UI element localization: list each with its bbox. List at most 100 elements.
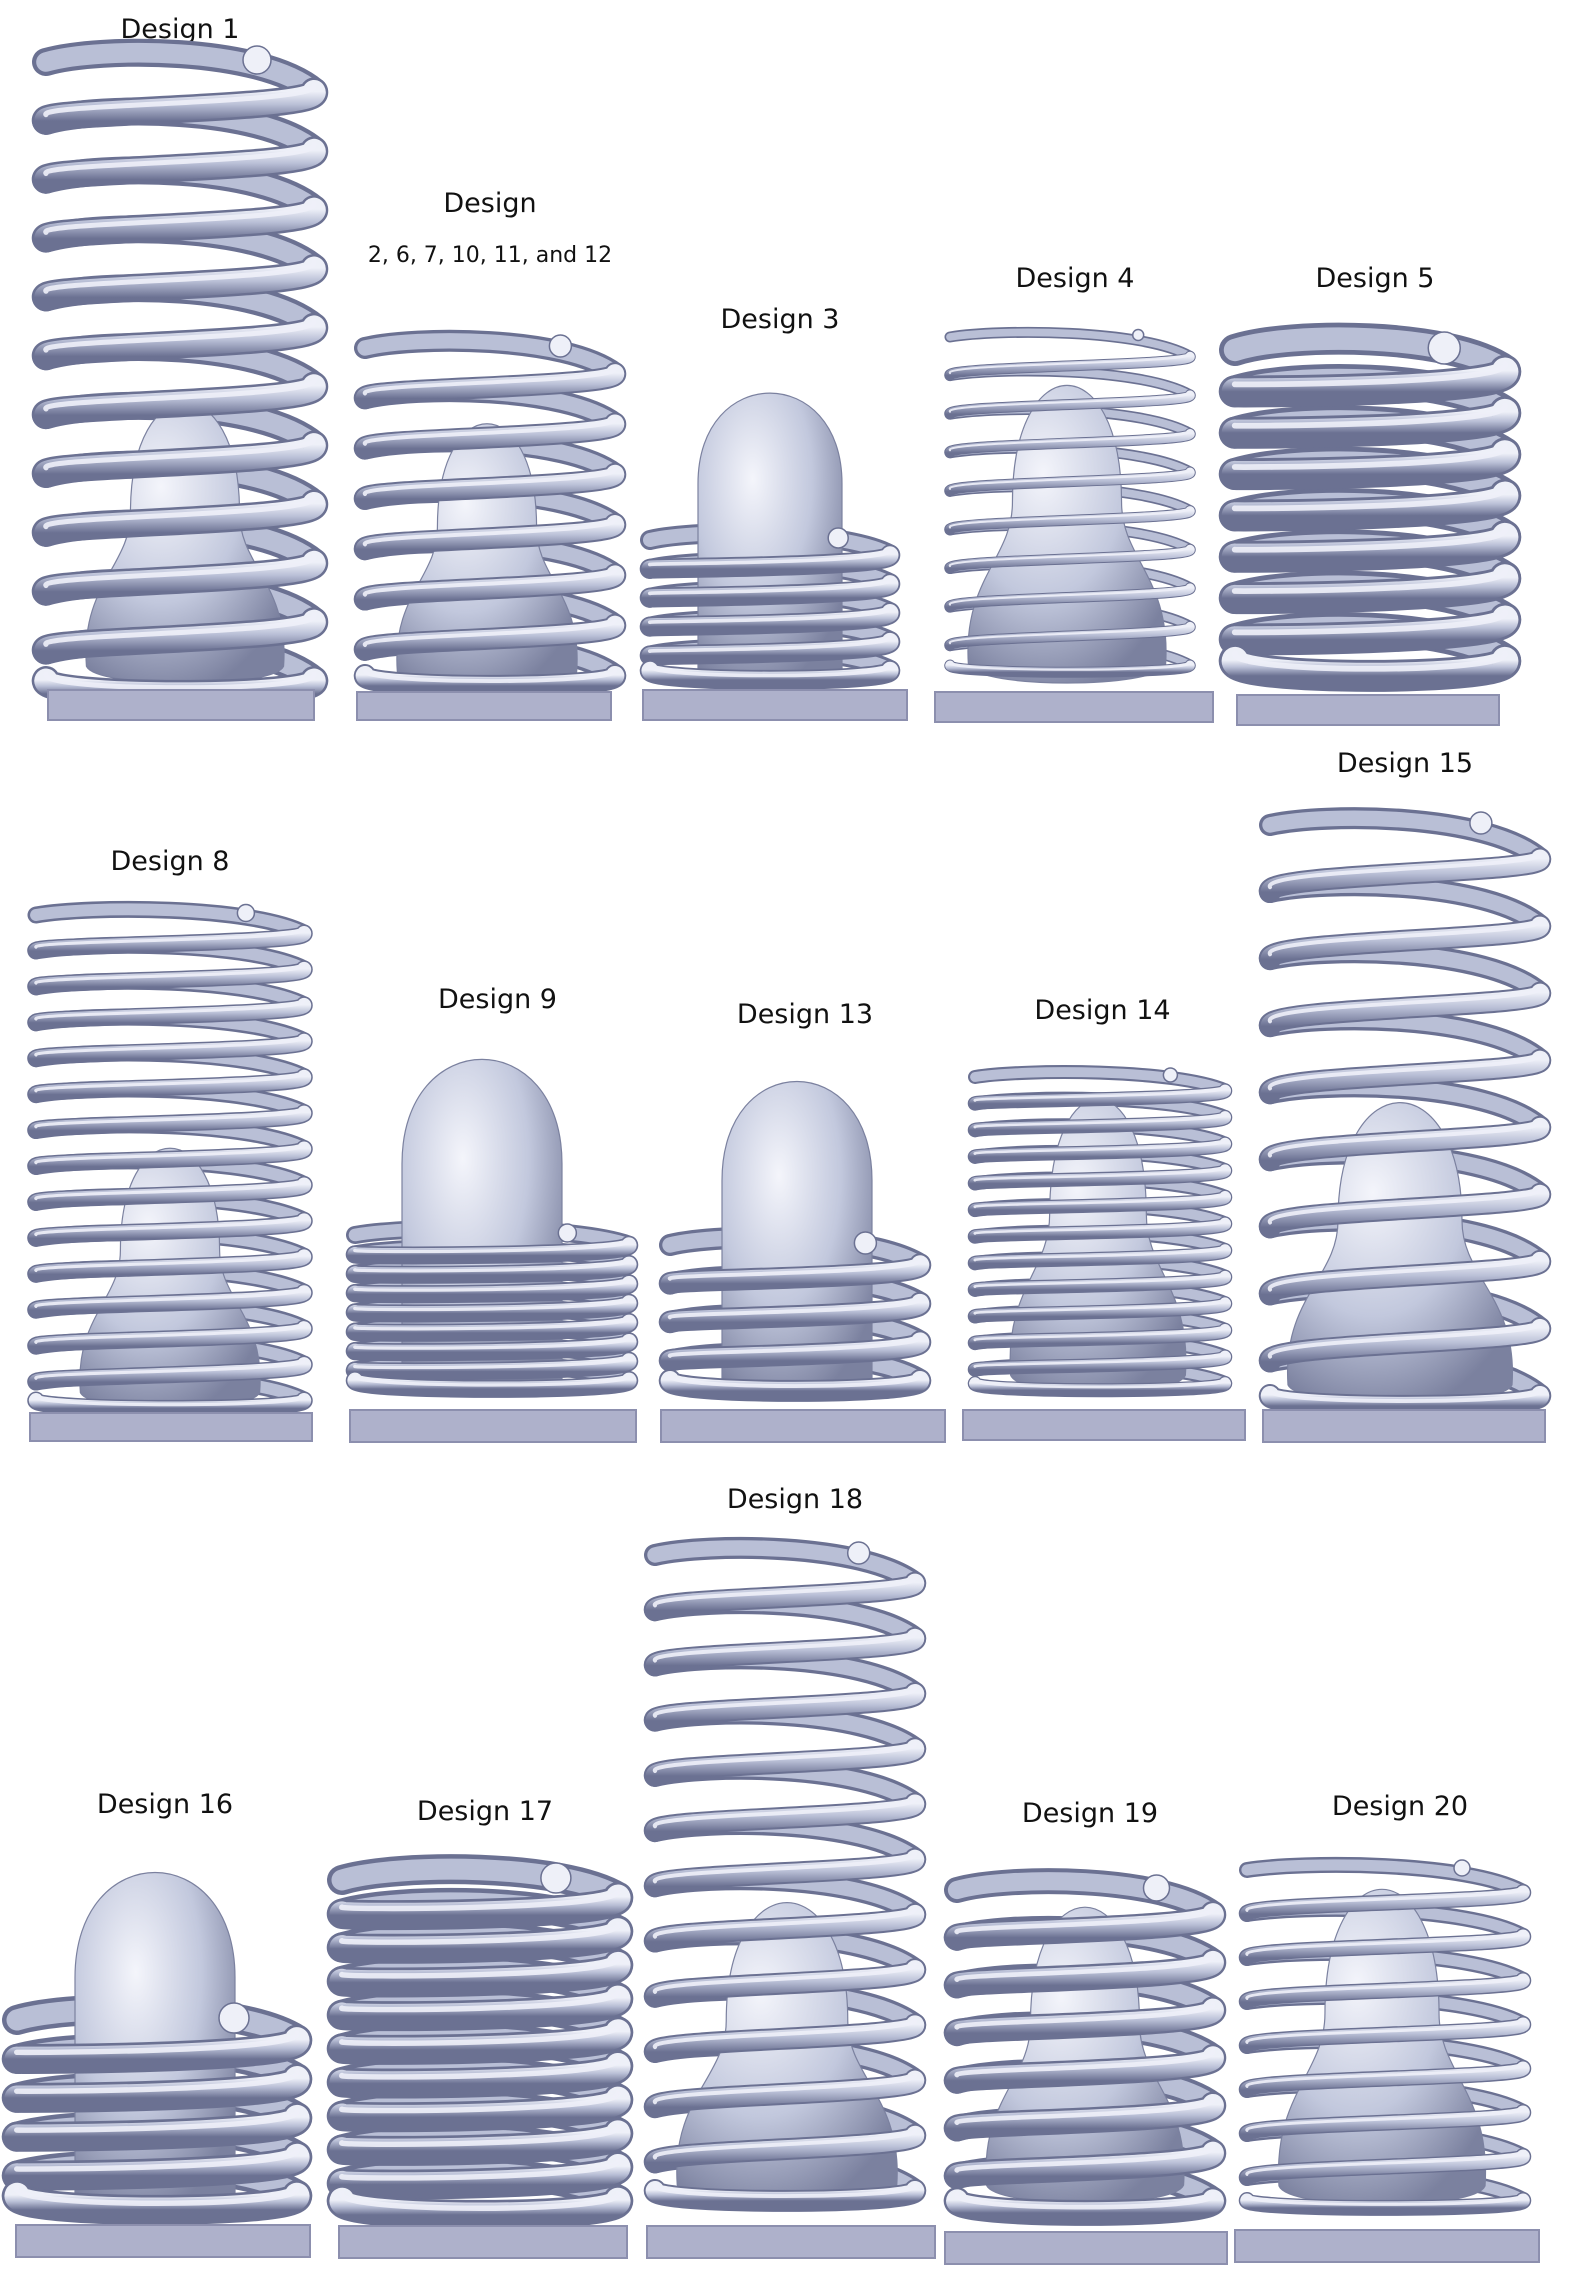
coil-front-turn-shade — [29, 1105, 311, 1138]
coil-front-turn-shade — [34, 550, 326, 604]
dome-body — [967, 385, 1167, 684]
wire-end-cap — [218, 2002, 250, 2034]
design-title: Design — [443, 188, 537, 219]
base-plate — [642, 689, 908, 721]
wire-end-cap — [846, 1541, 871, 1565]
coil-highlight — [648, 634, 892, 653]
spring-model — [326, 1854, 634, 2259]
spring-model — [658, 1081, 946, 1443]
coil-highlight — [1245, 2107, 1525, 2132]
coil-highlight — [648, 577, 892, 596]
coil-front-turn-shade — [1221, 398, 1519, 446]
coil-front-turn-shade — [1221, 522, 1519, 570]
wire-end-cap — [557, 1223, 578, 1243]
base-plate — [962, 1409, 1246, 1441]
coil-highlight — [43, 553, 317, 589]
coil-highlight — [652, 2017, 918, 2050]
coil-front-turn-shade — [4, 2143, 310, 2188]
coil-highlight — [973, 1219, 1227, 1235]
coil-front — [967, 1083, 1233, 1398]
coil-highlight — [34, 1071, 306, 1093]
coil-front-turn-shade — [34, 79, 326, 133]
coil-highlight — [1267, 1321, 1543, 1359]
coil-highlight — [34, 963, 306, 985]
coil-front-turn-shade — [29, 1249, 311, 1282]
coil-front-turn-shade — [641, 661, 899, 689]
spring-model — [643, 1536, 936, 2259]
design-8: Design 8 — [20, 840, 320, 1450]
coil-front-turn-shade — [1240, 1885, 1530, 1921]
coil-highlight — [43, 377, 317, 412]
coil-highlight — [973, 1192, 1227, 1209]
coil-front-turn-shade — [1221, 564, 1519, 612]
coil-highlight — [1267, 851, 1543, 890]
coil-highlight — [954, 1905, 1216, 1935]
coil-highlight — [34, 1107, 306, 1129]
wire-end-cap — [548, 334, 573, 358]
design-1: Design 1 — [30, 0, 330, 730]
coil-highlight — [339, 1921, 621, 1945]
coil-front-turn-shade — [329, 2120, 631, 2164]
base-plate — [934, 691, 1214, 723]
coil-highlight — [652, 1741, 918, 1774]
spring-model — [353, 329, 627, 721]
wire-end-cap — [1469, 811, 1493, 835]
coil-highlight — [362, 416, 618, 446]
coil-front-turn-shade — [355, 615, 625, 659]
spring-model — [1, 1872, 313, 2258]
coil-highlight — [667, 1257, 923, 1281]
coil-front-turn-shade — [355, 515, 625, 559]
coil-highlight — [339, 2055, 621, 2080]
coil-front-turn-shade — [1240, 1973, 1530, 2009]
coil-highlight — [353, 1316, 631, 1331]
coil-highlight — [1245, 2019, 1525, 2044]
coil-highlight — [948, 468, 1192, 490]
coil-highlight — [353, 1239, 631, 1254]
coil-front-turn-shade — [945, 351, 1195, 381]
coil-front-turn-shade — [329, 2187, 631, 2228]
coil-highlight — [954, 1953, 1216, 1983]
design-13: Design 13 — [655, 985, 955, 1450]
coil-front-turn-shade — [34, 433, 326, 486]
coil-front-turn-shade — [1260, 1117, 1550, 1170]
coil-highlight — [1232, 402, 1508, 429]
coil-front-turn-shade — [347, 1256, 637, 1283]
coil-front-turn-shade — [347, 1275, 637, 1302]
base-plate — [944, 2231, 1228, 2265]
design-19: Design 19 — [943, 1780, 1235, 2270]
coil-highlight — [1245, 1887, 1525, 1912]
coil-highlight — [34, 1143, 306, 1165]
design-title: Design 17 — [416, 1796, 554, 1827]
design-3: Design 3 — [639, 290, 920, 730]
coil-back-turn-shade — [647, 1540, 923, 1591]
coil-front-turn-shade — [29, 961, 311, 994]
coil-front-turn-shade — [1221, 440, 1519, 488]
coil-front-turn-shade — [645, 2180, 925, 2210]
coil-highlight — [34, 1179, 306, 1201]
coil-front-turn-shade — [355, 414, 625, 458]
coil-back-turn-shade — [331, 1858, 629, 1908]
design-title: Design 20 — [1331, 1791, 1469, 1822]
coil-front-turn-shade — [347, 1333, 637, 1360]
coil-front-turn-shade — [329, 1951, 631, 1995]
coil-highlight — [652, 2072, 918, 2105]
coil-front — [1258, 847, 1552, 1417]
coil-front-turn-shade — [945, 506, 1195, 535]
coil-highlight — [1232, 650, 1508, 672]
coil-front-turn-shade — [1260, 916, 1550, 969]
wire-end-cap — [853, 1231, 878, 1255]
coil-front-turn-shade — [1260, 1251, 1550, 1304]
wire-end-cap — [1162, 1067, 1179, 1083]
coil-front-turn-shade — [945, 660, 1195, 677]
coil-front-turn-shade — [4, 2104, 310, 2150]
wire-end-cap — [827, 527, 849, 549]
coil-front-turn-shade — [645, 1849, 925, 1896]
wire-end-cap — [1453, 1859, 1471, 1877]
coil-highlight — [1267, 1254, 1543, 1292]
coil-highlight — [948, 545, 1192, 568]
coil-front-turn-shade — [645, 1573, 925, 1620]
design-title: Design 8 — [110, 846, 230, 877]
coil-back-turn-shade — [946, 328, 1194, 361]
design-title: Design 15 — [1336, 748, 1474, 779]
